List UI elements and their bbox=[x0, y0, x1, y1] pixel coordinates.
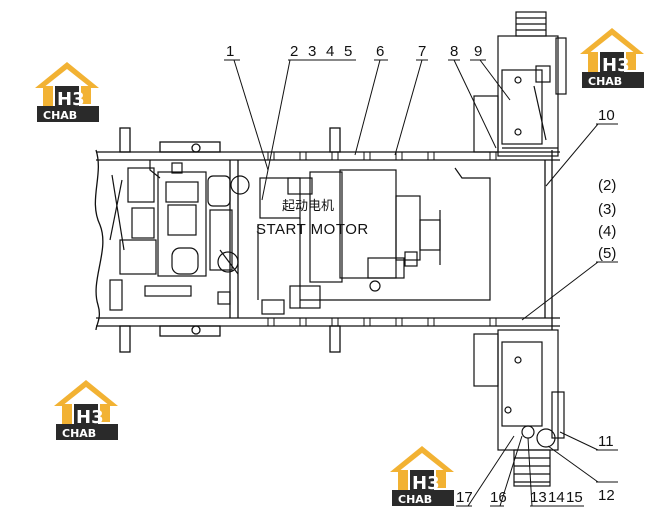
callout-p4: (4) bbox=[598, 223, 616, 240]
callout-5: 5 bbox=[344, 43, 352, 60]
callout-p5: (5) bbox=[598, 245, 616, 262]
svg-text:CHAB: CHAB bbox=[398, 493, 432, 506]
callout-13: 13 bbox=[530, 489, 547, 506]
leader-lines bbox=[224, 59, 618, 507]
callout-15: 15 bbox=[566, 489, 583, 506]
callout-labels: 1 2 3 4 5 6 7 8 9 10 (2) (3) (4) (5) 11 … bbox=[226, 43, 616, 506]
svg-text:H3: H3 bbox=[602, 55, 630, 76]
start-motor-label-en: START MOTOR bbox=[256, 221, 369, 238]
callout-6: 6 bbox=[376, 43, 384, 60]
callout-17: 17 bbox=[456, 489, 473, 506]
callout-14: 14 bbox=[548, 489, 565, 506]
callout-3: 3 bbox=[308, 43, 316, 60]
upper-step-assembly bbox=[473, 11, 567, 157]
watermark-logo-3: H3 CHAB bbox=[54, 380, 118, 440]
callout-12: 12 bbox=[598, 487, 615, 504]
callout-p2: (2) bbox=[598, 177, 616, 194]
svg-text:CHAB: CHAB bbox=[588, 75, 622, 88]
lower-step-assembly bbox=[473, 329, 565, 487]
watermark-logo-4: H3 CHAB bbox=[390, 446, 454, 506]
callout-10: 10 bbox=[598, 107, 615, 124]
callout-1: 1 bbox=[226, 43, 234, 60]
callout-2: 2 bbox=[290, 43, 298, 60]
watermark-logo-2: H3 CHAB bbox=[580, 28, 644, 88]
svg-text:H3: H3 bbox=[76, 407, 104, 428]
svg-text:CHAB: CHAB bbox=[43, 109, 77, 122]
start-motor-label-cn: 起动电机 bbox=[282, 199, 334, 214]
callout-7: 7 bbox=[418, 43, 426, 60]
svg-text:CHAB: CHAB bbox=[62, 427, 96, 440]
callout-9: 9 bbox=[474, 43, 482, 60]
callout-11: 11 bbox=[598, 433, 614, 450]
callout-p3: (3) bbox=[598, 201, 616, 218]
transmission-assembly bbox=[257, 167, 491, 315]
svg-text:H3: H3 bbox=[57, 89, 85, 110]
svg-text:H3: H3 bbox=[412, 473, 440, 494]
callout-8: 8 bbox=[450, 43, 458, 60]
callout-16: 16 bbox=[490, 489, 507, 506]
engine-assembly bbox=[109, 160, 250, 311]
callout-4: 4 bbox=[326, 43, 334, 60]
chassis-frame bbox=[94, 127, 560, 353]
watermark-logo-1: H3 CHAB bbox=[35, 62, 99, 122]
